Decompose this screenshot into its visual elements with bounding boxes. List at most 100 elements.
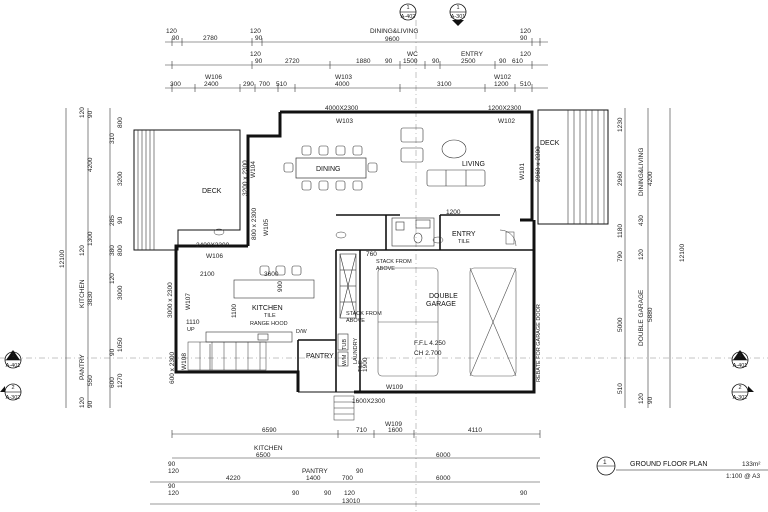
section-marker-right-a302[interactable]: 2 A-302 [731, 383, 754, 401]
dim-top-9600: 9600 [385, 36, 400, 43]
room-dining: DINING [316, 166, 341, 173]
dim-left-800: 800 [117, 117, 124, 128]
window-w108-label: W108 [181, 353, 188, 370]
laundry-fixtures [337, 333, 349, 367]
dim-bottom3-1400: 1400 [306, 475, 321, 482]
room-pantry: PANTRY [306, 353, 334, 360]
section-marker-a402[interactable]: 1 A-402 [399, 3, 417, 21]
dim-bottom-13010: 13010 [342, 498, 360, 505]
svg-text:A-401: A-401 [6, 363, 21, 369]
svg-text:A-402: A-402 [401, 14, 416, 20]
dim-bottom4-90b: 90 [292, 490, 300, 497]
dim-bottom3-pantry: PANTRY [302, 468, 328, 475]
dim-left-90b: 90 [117, 216, 124, 224]
dim-bottom4-120b: 120 [344, 490, 355, 497]
section-marker-left-a401[interactable]: 1 A-401 [4, 350, 22, 369]
deck-right [537, 109, 609, 225]
dim-left-120: 120 [79, 107, 86, 118]
dim-left-800b: 800 [117, 245, 124, 256]
room-kitchen: KITCHEN [252, 305, 283, 312]
stack-from-label-1: STACK FROM [376, 259, 412, 265]
dim-top-120b: 120 [250, 28, 261, 35]
dim-bottom-710: 710 [356, 427, 367, 434]
section-marker-a301[interactable]: 1 A-301 [449, 3, 467, 26]
dim-bottom3-120: 120 [168, 468, 179, 475]
dim-left-120d: 120 [79, 397, 86, 408]
dim-right-1180: 1180 [617, 224, 624, 238]
dim-top3-1200: 1200 [494, 81, 509, 88]
dim-bottom-w109: W109 [385, 421, 402, 428]
inner-dim-900: 900 [277, 281, 284, 292]
room-deck-right: DECK [540, 140, 560, 147]
inner-dim-760: 760 [366, 251, 377, 258]
window-w104-size: 3200 x 2300 [242, 160, 249, 196]
dim-bottom4-90c: 90 [324, 490, 332, 497]
title-block-scale: 1:100 @ A3 [726, 473, 760, 480]
dim-right-430: 430 [638, 215, 645, 226]
svg-text:1: 1 [11, 353, 14, 359]
dim-bottom-6500: 6500 [256, 452, 271, 459]
dim-left-1050: 1050 [117, 337, 124, 352]
window-w108-size: 600 x 2300 [169, 351, 176, 384]
svg-text:1: 1 [738, 353, 741, 359]
right-dimension-lines [624, 108, 671, 408]
dim-top2-1500: 1500 [403, 58, 418, 65]
dim-top-2780: 2780 [203, 35, 218, 42]
dim-right-90: 90 [647, 396, 654, 404]
dim-top-120c: 120 [520, 28, 531, 35]
dim-top3-w103: W103 [335, 74, 352, 81]
dim-bottom4-90d: 90 [520, 490, 528, 497]
stack-from-label-2: STACK FROM [346, 311, 382, 317]
window-w107-label: W107 [185, 293, 192, 310]
dim-right-1230: 1230 [617, 117, 624, 132]
dim-right-12100: 12100 [679, 244, 686, 262]
dim-top2-2500: 2500 [461, 58, 476, 65]
left-dimension-lines [65, 108, 111, 408]
dim-top2-90b: 90 [385, 58, 393, 65]
room-entry-tile: TILE [458, 239, 470, 245]
svg-text:A-302: A-302 [6, 395, 21, 401]
dim-top2-120: 120 [250, 51, 261, 58]
garage-ffl: F.F.L 4.250 [414, 340, 446, 347]
svg-text:A-401: A-401 [733, 363, 748, 369]
stairs[interactable] [187, 341, 267, 371]
window-w103-label: W103 [336, 118, 353, 125]
stack-column [339, 253, 357, 319]
kitchen-bench [205, 331, 293, 370]
dim-top3-2400: 2400 [204, 81, 219, 88]
dim-left-90: 90 [87, 110, 94, 118]
exterior-walls [174, 110, 536, 394]
label-wm: W/M [342, 354, 348, 366]
label-rebate-garage-door: REBATE FOR GARAGE DOOR [536, 304, 542, 382]
section-marker-left-a302[interactable]: 2 A-302 [0, 383, 22, 401]
dim-right-120: 120 [638, 249, 645, 260]
inner-dim-1110: 1110 [186, 319, 200, 326]
window-w109-label: W109 [386, 384, 403, 391]
section-marker-right-a401[interactable]: 1 A-401 [731, 350, 749, 369]
dim-right-5000: 5000 [617, 317, 624, 332]
dim-right-2960: 2960 [617, 171, 624, 186]
dim-top-90a: 90 [172, 35, 180, 42]
inner-dim-1200: 1200 [446, 209, 461, 216]
dim-top2-120b: 120 [520, 51, 531, 58]
dim-right-790: 790 [617, 251, 624, 262]
kitchen-island [233, 265, 315, 299]
dim-left-kitchen: KITCHEN [79, 279, 86, 308]
dim-top3-4000: 4000 [335, 81, 350, 88]
entry-door[interactable] [499, 229, 517, 247]
room-garage: GARAGE [426, 301, 456, 308]
window-w101-size: 2960 x 2300 [535, 146, 542, 182]
svg-text:2: 2 [738, 385, 741, 391]
window-w102-label: W102 [498, 118, 515, 125]
room-entry: ENTRY [452, 231, 476, 238]
door-markers [213, 228, 444, 244]
window-w106-size: 2400X2300 [196, 242, 230, 249]
dim-top2-90d: 90 [499, 58, 507, 65]
window-w107-size: 3000 x 2300 [167, 282, 174, 318]
dining-table [283, 145, 378, 191]
inner-dim-3600: 3600 [264, 271, 279, 278]
window-w102-size: 1200X2300 [488, 105, 522, 112]
dim-top-dining-living: DINING&LIVING [370, 28, 418, 35]
dim-left-600: 600 [109, 377, 116, 388]
label-tub: TUB [342, 339, 348, 350]
